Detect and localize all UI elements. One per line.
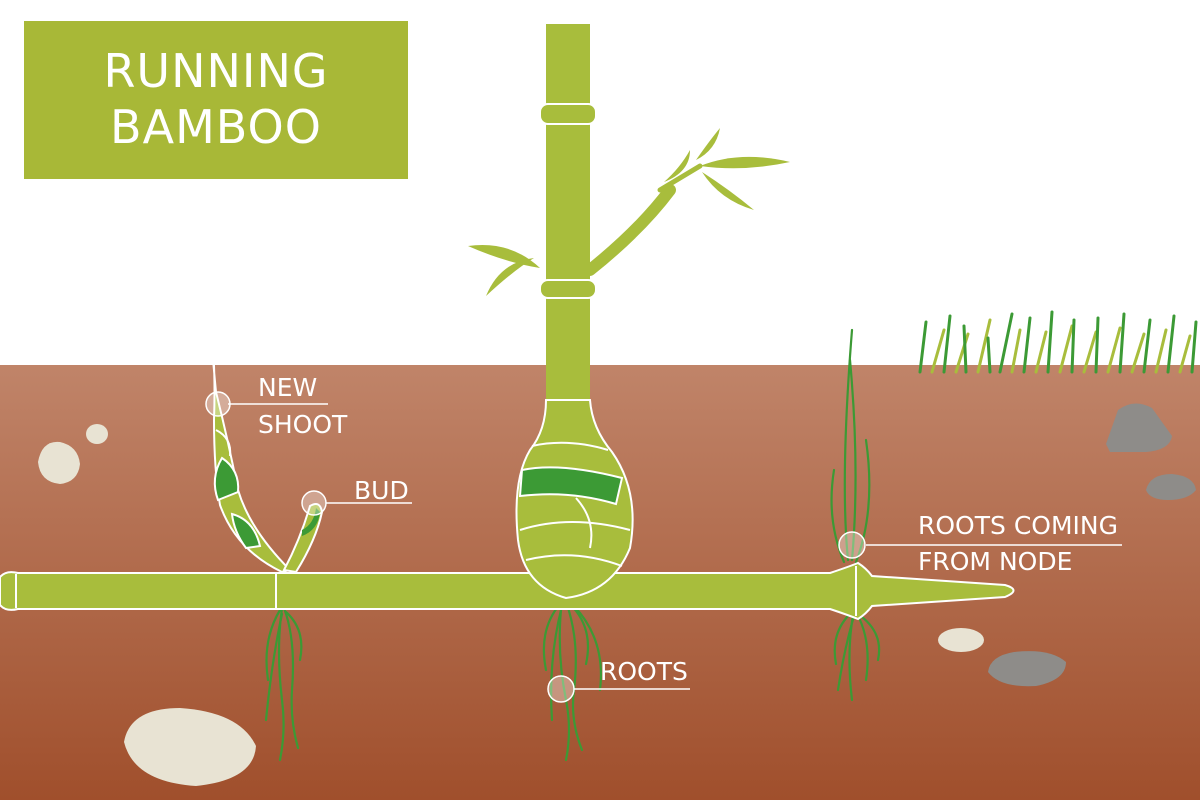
rock <box>1146 474 1196 500</box>
roots-node-marker <box>838 531 866 559</box>
bud-marker <box>301 490 327 516</box>
rhizome <box>0 561 1015 621</box>
culm-stem <box>546 24 590 440</box>
roots-node-label-line-1: ROOTS COMING <box>918 511 1118 540</box>
leaf <box>696 128 720 160</box>
leaf <box>468 244 540 268</box>
stone <box>938 628 984 652</box>
culm-base <box>515 399 634 600</box>
new-shoot-label-line-1: NEW <box>258 373 318 402</box>
rock <box>988 651 1066 687</box>
grass-tuft <box>918 310 1198 374</box>
culm-branch <box>584 184 676 276</box>
new-shoot-label-line-2: SHOOT <box>258 410 348 439</box>
culm-branch <box>657 163 703 193</box>
culm <box>468 24 790 440</box>
stones <box>38 403 1196 786</box>
roots-marker <box>547 675 575 703</box>
leaf <box>702 172 754 210</box>
stone <box>38 441 80 484</box>
rock <box>1106 403 1172 452</box>
culm-node <box>539 103 597 125</box>
title-box: RUNNING BAMBOO <box>24 21 408 179</box>
leaf <box>664 150 690 182</box>
culm-node <box>539 279 597 299</box>
leader-lines <box>228 403 1122 690</box>
stone <box>86 424 108 444</box>
bud-label: BUD <box>354 476 409 505</box>
stone <box>124 708 256 786</box>
title-line-2: BAMBOO <box>110 100 322 154</box>
rhizome-nodes <box>15 566 857 616</box>
roots-node-label-line-2: FROM NODE <box>918 547 1073 576</box>
roots-label: ROOTS <box>600 657 688 686</box>
label-markers <box>205 391 866 703</box>
leaf <box>700 156 790 169</box>
title-line-1: RUNNING <box>103 44 329 98</box>
new-shoot-marker <box>205 391 231 417</box>
